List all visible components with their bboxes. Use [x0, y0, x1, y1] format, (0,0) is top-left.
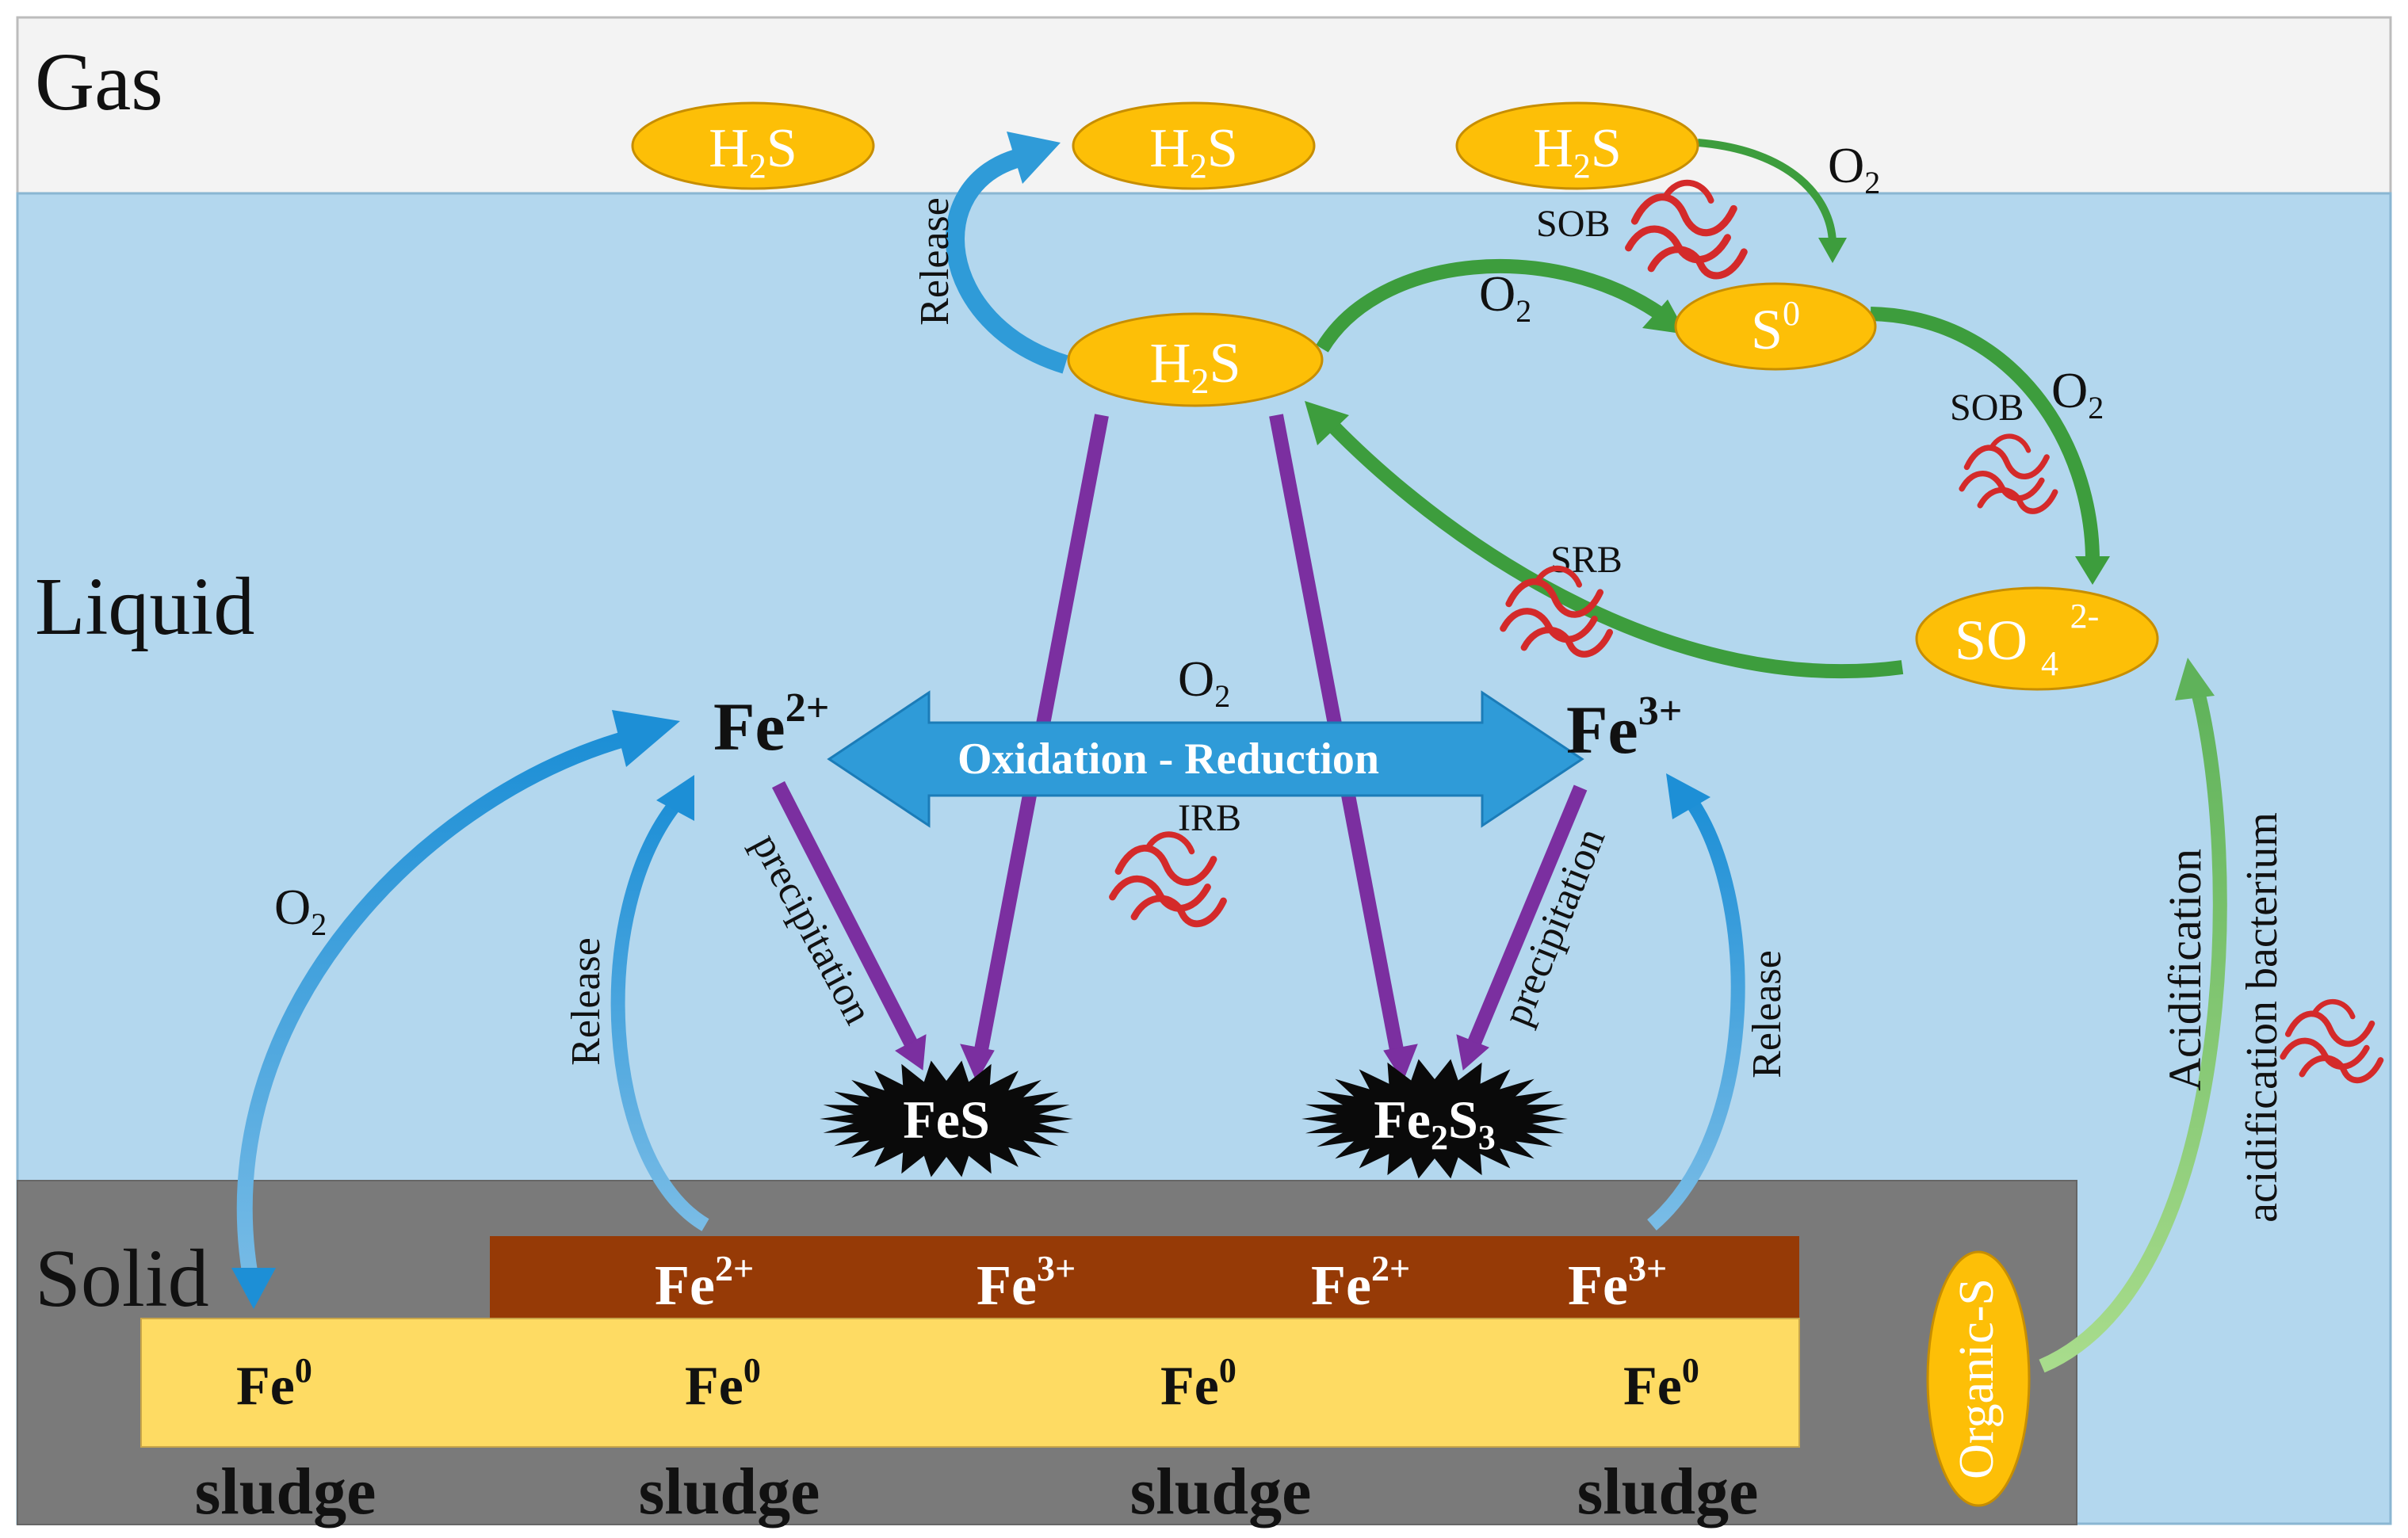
- svg-text:4: 4: [2041, 644, 2058, 683]
- irb-label: IRB: [1178, 797, 1241, 839]
- sludge-labels: sludge sludge sludge sludge: [195, 1455, 1759, 1528]
- gas-zone-label: Gas: [35, 36, 163, 128]
- iron-fe0-4: Fe0: [1623, 1351, 1699, 1417]
- svg-text:H2S: H2S: [1149, 118, 1238, 185]
- so4-species: SO 4 2-: [1915, 586, 2159, 691]
- h2s-gas-2: H2S: [1072, 101, 1316, 190]
- acidification-label: Acidification: [2159, 849, 2211, 1091]
- svg-text:Organic-S: Organic-S: [1950, 1278, 2004, 1479]
- sludge-label-2: sludge: [639, 1455, 820, 1528]
- srb-label: SRB: [1550, 539, 1623, 581]
- svg-text:2-: 2-: [2070, 597, 2100, 635]
- o2-labels: O2 O2 O2 O2 O2: [274, 137, 2104, 942]
- sludge-label-3: sludge: [1130, 1455, 1312, 1528]
- fe0-oxidation-arrow-head: [612, 710, 680, 767]
- oxidation-reduction-arrow: [827, 690, 1584, 828]
- s0-to-so4-arrow-head: [2075, 556, 2110, 585]
- acidification-bacterium-label: acidification bacterium: [2238, 812, 2287, 1223]
- oxide-fe-4: Fe3+: [1568, 1248, 1667, 1317]
- release-label-fe2: Release: [564, 937, 609, 1066]
- fe2-liquid-label: Fe2+: [713, 685, 829, 765]
- iron-fe0-1: Fe0: [236, 1351, 312, 1417]
- release-label-h2s: Release: [912, 197, 957, 326]
- o2-label-fe: O2: [1178, 651, 1230, 714]
- oxide-layer: [490, 1236, 1799, 1319]
- s0-species: S0: [1674, 282, 1877, 371]
- o2-label-h2s-s0: O2: [1479, 265, 1531, 329]
- gas-h2s-to-s0-arrow-head: [1818, 238, 1847, 263]
- s0-to-so4-arrow: [1870, 307, 2100, 562]
- iron-layer-labels: Fe0 Fe0 Fe0 Fe0: [236, 1351, 1699, 1417]
- sludge-label-1: sludge: [195, 1455, 376, 1528]
- organic-s-acidification-arrow: [2039, 681, 2227, 1373]
- o2-label-s0-so4: O2: [2051, 362, 2104, 426]
- solid-zone-label: Solid: [35, 1233, 209, 1324]
- gas-h2s-to-s0-arrow: [1697, 139, 1837, 243]
- fe3-liquid-label: Fe3+: [1566, 689, 1682, 768]
- release-arrow-fe3-head: [1666, 773, 1710, 819]
- iron-fe0-3: Fe0: [1160, 1351, 1236, 1417]
- oxide-layer-labels: Fe2+ Fe3+ Fe2+ Fe3+: [655, 1248, 1667, 1317]
- svg-text:SO: SO: [1955, 609, 2028, 672]
- h2s-liquid: H2S: [1067, 312, 1324, 407]
- svg-text:H2S: H2S: [1533, 118, 1622, 185]
- fes-precipitate: FeS: [820, 1060, 1073, 1177]
- fe0-oxidation-arrow-tail: [231, 1268, 276, 1309]
- so4-to-h2s-arrow-head: [1305, 401, 1349, 445]
- iron-layer: [140, 1318, 1800, 1448]
- organic-s-species: Organic-S: [1926, 1250, 2031, 1507]
- release-arrow-fe2-head: [656, 775, 694, 821]
- svg-text:S0: S0: [1751, 294, 1800, 361]
- release-arrow-fe2: [610, 796, 709, 1231]
- oxidation-reduction-label: Oxidation - Reduction: [957, 735, 1379, 784]
- svg-text:Fe2S3: Fe2S3: [1374, 1090, 1496, 1157]
- oxide-fe-3: Fe2+: [1311, 1248, 1410, 1317]
- sob-label-gas: SOB: [1536, 203, 1610, 245]
- sob-label-liquid: SOB: [1950, 387, 2024, 429]
- sludge-label-4: sludge: [1577, 1455, 1759, 1528]
- iron-fe0-2: Fe0: [685, 1351, 761, 1417]
- release-label-fe3: Release: [1745, 950, 1790, 1078]
- so4-to-h2s-arrow: [1326, 419, 1904, 679]
- organic-s-acidification-arrow-head: [2175, 658, 2215, 700]
- release-arrow-fe3: [1647, 792, 1745, 1231]
- o2-label-fe0: O2: [274, 879, 327, 942]
- h2s-to-s0-arrow: [1316, 259, 1669, 353]
- svg-text:H2S: H2S: [709, 118, 797, 185]
- oxide-fe-2: Fe3+: [977, 1248, 1076, 1317]
- release-arrows: [231, 132, 1745, 1309]
- sulfur-cycle-arrows: [1305, 139, 2227, 1373]
- release-arrow-h2s-head: [1007, 132, 1061, 184]
- svg-text:H2S: H2S: [1149, 331, 1240, 401]
- svg-text:FeS: FeS: [903, 1090, 990, 1150]
- fe0-oxidation-arrow: [236, 731, 629, 1296]
- h2s-gas-1: H2S: [631, 101, 875, 190]
- h2s-gas-3: H2S: [1455, 101, 1699, 190]
- liquid-zone-label: Liquid: [35, 561, 254, 652]
- oxide-fe-1: Fe2+: [655, 1248, 754, 1317]
- release-arrow-h2s: [946, 147, 1068, 374]
- fe2s3-precipitate: Fe2S3: [1301, 1059, 1568, 1179]
- o2-label-gas: O2: [1828, 137, 1880, 200]
